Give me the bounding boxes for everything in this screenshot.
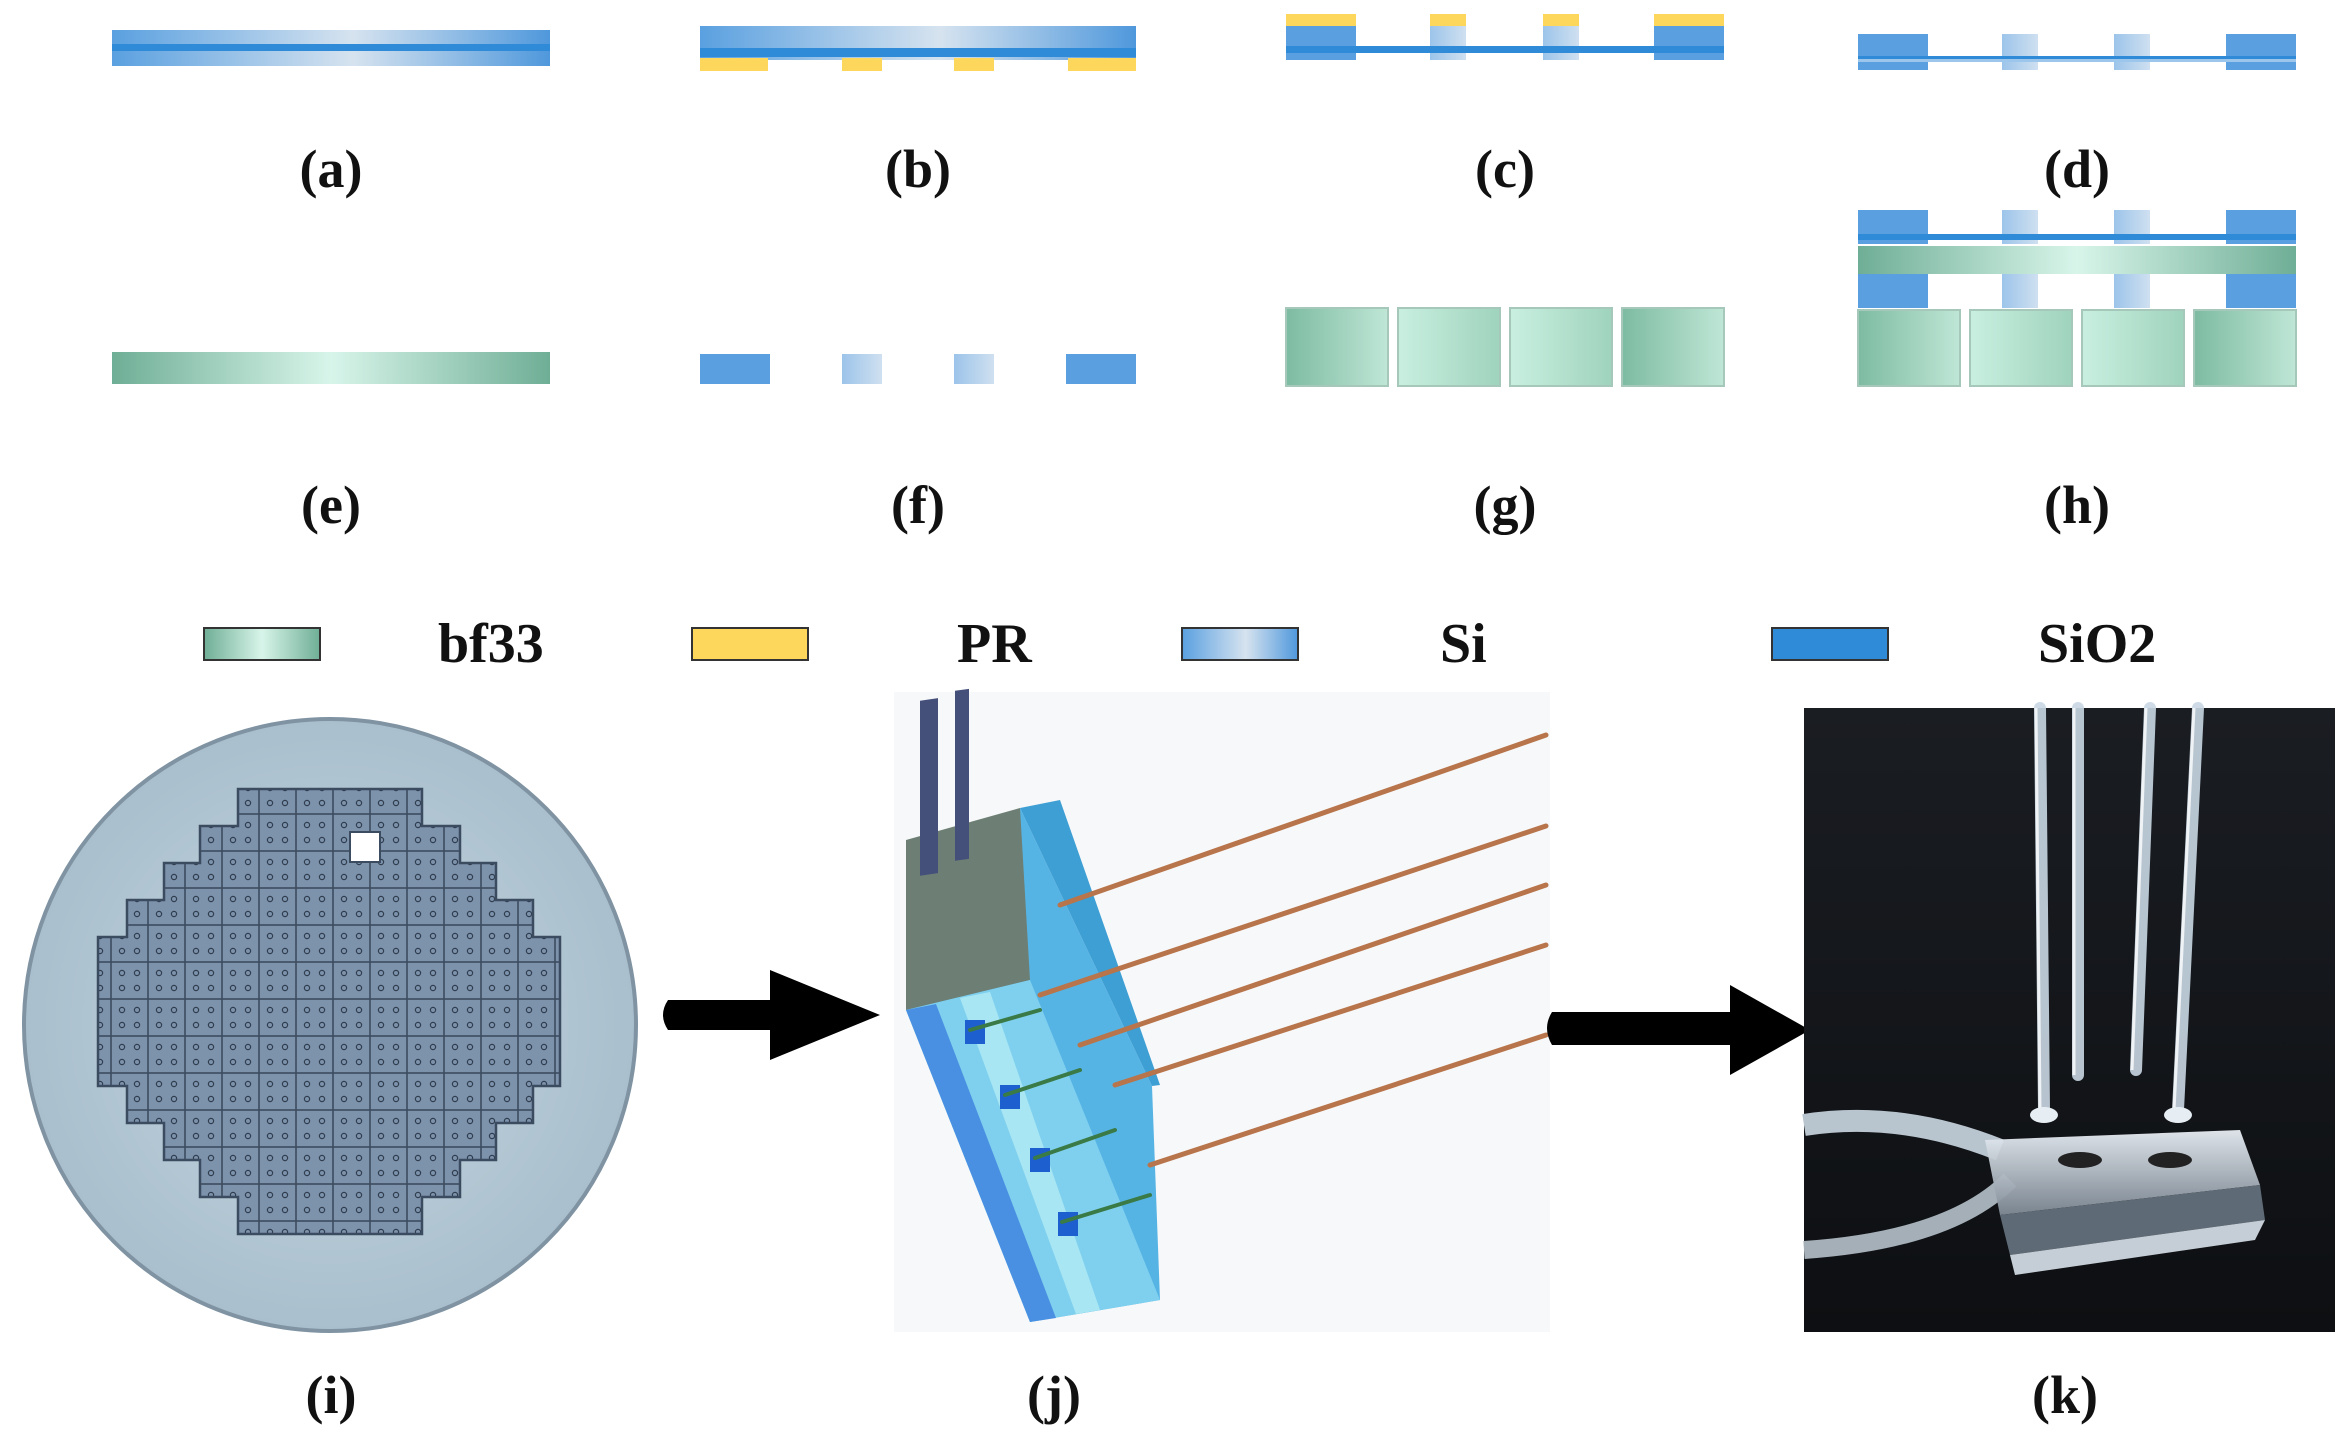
panel-b-diagram <box>700 26 1136 71</box>
panel-label-j: (j) <box>1027 1365 1081 1425</box>
legend-label-bf33: bf33 <box>438 613 544 675</box>
panel-label-b: (b) <box>885 139 951 199</box>
panel-f-diagram <box>700 354 1136 384</box>
panel-label-g: (g) <box>1473 475 1537 535</box>
panel-k-device-photo <box>1802 702 2335 1332</box>
panel-g-diagram <box>1285 307 1725 387</box>
legend <box>203 627 1889 661</box>
panel-label-a: (a) <box>299 139 363 199</box>
panel-label-e: (e) <box>301 475 361 535</box>
legend-label-sio2: SiO2 <box>2038 613 2157 675</box>
panel-a-diagram <box>112 30 550 66</box>
panel-label-i: (i) <box>305 1365 357 1425</box>
legend-label-pr: PR <box>957 613 1032 675</box>
arrow-j-to-k <box>1547 985 1810 1075</box>
panel-label-c: (c) <box>1475 139 1535 199</box>
legend-swatch-bf33 <box>203 627 321 661</box>
panel-label-f: (f) <box>891 475 945 535</box>
panel-j-chip-model <box>894 688 1550 1332</box>
panel-h-diagram <box>1857 210 2297 387</box>
panel-label-k: (k) <box>2032 1365 2098 1425</box>
legend-swatch-sio2 <box>1771 627 1889 661</box>
panel-label-d: (d) <box>2044 139 2110 199</box>
legend-label-si: Si <box>1440 613 1487 675</box>
panel-c-diagram <box>1286 14 1724 60</box>
legend-swatch-si <box>1181 627 1299 661</box>
panel-label-h: (h) <box>2044 475 2110 535</box>
panel-i-wafer-image <box>22 717 638 1333</box>
arrow-i-to-j <box>663 970 880 1060</box>
legend-swatch-pr <box>691 627 809 661</box>
panel-e-diagram <box>112 352 550 384</box>
panel-d-diagram <box>1858 34 2296 70</box>
